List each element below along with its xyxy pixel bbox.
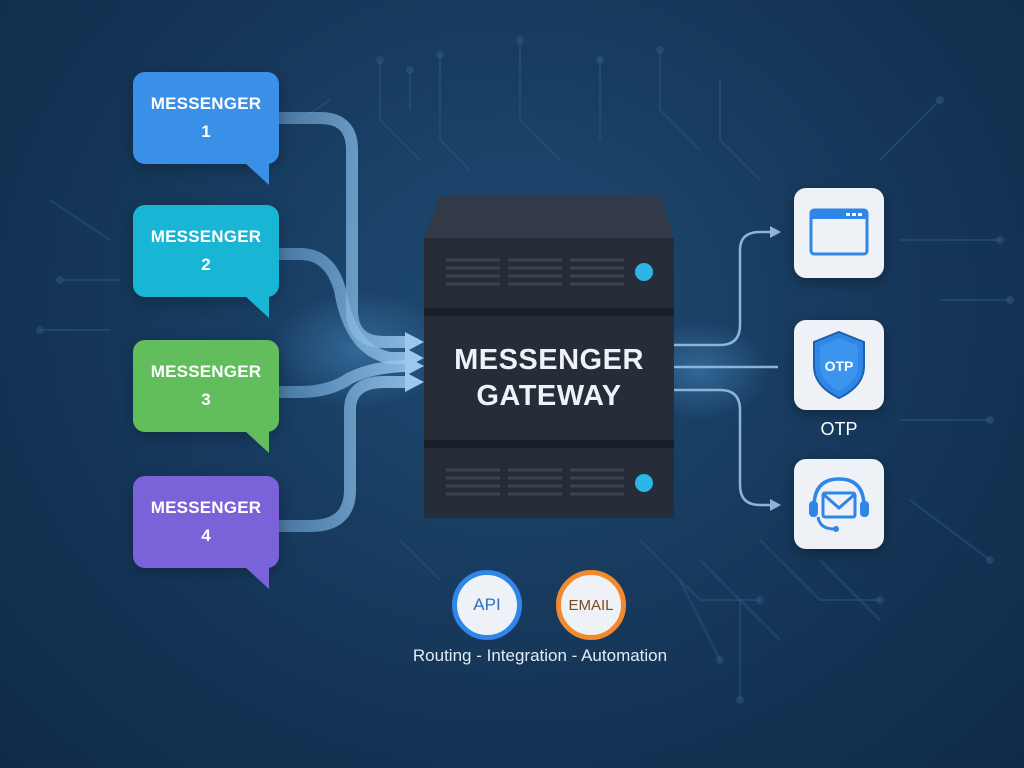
messenger-1-number: 1 [201,122,211,141]
otp-output-tile: OTP [794,320,884,410]
gateway-server [424,195,674,518]
server-status-light-top [635,263,653,281]
browser-output-tile [794,188,884,278]
messenger-4-bubble: MESSENGER 4 [133,476,279,589]
browser-window-icon [809,208,869,256]
messenger-3-title: MESSENGER [150,362,262,381]
otp-shield-text: OTP [824,358,854,374]
server-vents-bottom [446,468,624,496]
server-vents-top [446,258,624,286]
email-badge-label: EMAIL [568,596,614,614]
api-badge: API [452,570,522,640]
bubble-tail [245,296,269,318]
shield-icon [813,330,865,400]
gateway-label-line2: GATEWAY [476,380,622,412]
messenger-2-title: MESSENGER [150,227,262,246]
incoming-connectors [272,112,416,532]
outgoing-connectors [674,230,778,507]
server-status-light-bottom [635,474,653,492]
email-headset-icon [809,477,869,532]
email-support-output-tile [794,459,884,549]
outgoing-arrowheads [770,226,781,511]
circuit-nodes [36,36,1014,704]
incoming-arrowheads [405,332,424,392]
messenger-4-number: 4 [201,526,211,545]
messenger-3-number: 3 [201,390,211,409]
circuit-traces [40,40,1010,700]
api-badge-label: API [473,595,501,614]
messenger-3-bubble: MESSENGER 3 [133,340,279,453]
messenger-4-title: MESSENGER [150,498,262,517]
bubble-tail [245,431,269,453]
messenger-1-bubble: MESSENGER 1 [133,72,279,185]
otp-label: OTP [820,419,858,439]
email-badge: EMAIL [556,570,626,640]
gateway-label: MESSENGER GATEWAY [424,318,674,438]
gateway-label-line1: MESSENGER [454,344,644,376]
bubble-tail [245,567,269,589]
messenger-2-number: 2 [201,255,211,274]
messenger-1-title: MESSENGER [150,94,262,113]
bubble-tail [245,163,269,185]
caption: Routing - Integration - Automation [412,646,668,665]
messenger-2-bubble: MESSENGER 2 [133,205,279,318]
